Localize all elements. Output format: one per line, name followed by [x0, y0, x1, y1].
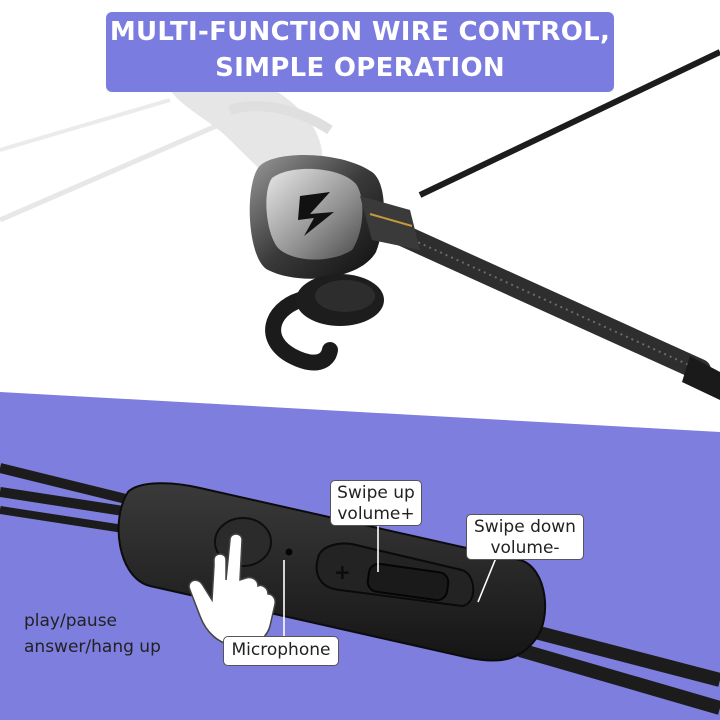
- plus-icon: +: [334, 560, 351, 584]
- headline-text: MULTI-FUNCTION WIRE CONTROL, SIMPLE OPER…: [106, 14, 614, 86]
- brand-logo-icon: [298, 192, 334, 236]
- swipe-up-line-2: volume+: [337, 504, 415, 524]
- headline-line-1: MULTI-FUNCTION WIRE CONTROL,: [109, 17, 611, 47]
- microphone-callout: Microphone: [223, 636, 339, 666]
- play-line-2: answer/hang up: [24, 637, 161, 657]
- lower-cables: [0, 463, 720, 715]
- earphone: [249, 154, 420, 371]
- microphone-hole: [285, 548, 293, 556]
- swipe-down-line-2: volume-: [490, 538, 560, 558]
- headline-line-2: SIMPLE OPERATION: [215, 53, 505, 83]
- play-pause-label: play/pause answer/hang up: [24, 608, 161, 660]
- swipe-up-line-1: Swipe up: [337, 483, 415, 503]
- swipe-down-line-1: Swipe down: [474, 517, 576, 537]
- tap-hand-icon: [188, 533, 276, 648]
- play-line-1: play/pause: [24, 611, 118, 631]
- swipe-down-callout: Swipe down volume-: [466, 514, 584, 560]
- swipe-up-callout: Swipe up volume+: [330, 480, 422, 526]
- headline-banner: [106, 12, 614, 92]
- microphone-label: Microphone: [231, 640, 331, 660]
- upper-cable: [369, 49, 720, 400]
